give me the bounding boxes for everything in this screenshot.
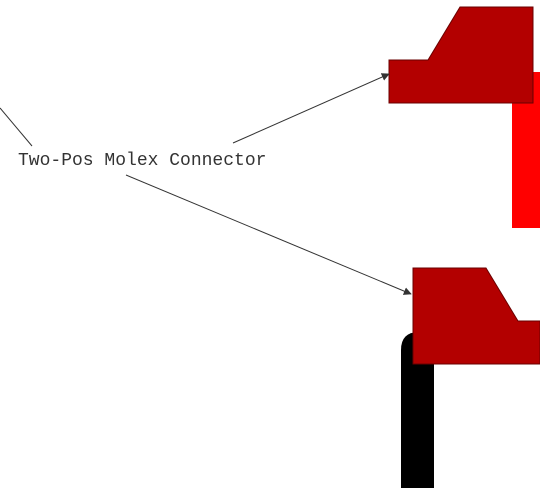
upper-connector — [388, 6, 540, 228]
leader-lines — [0, 73, 412, 295]
arrow-to-lower-connector — [125, 174, 412, 295]
lower-connector-housing — [412, 267, 540, 365]
leader-line-left — [0, 107, 33, 147]
upper-connector-housing — [388, 6, 534, 104]
lower-connector — [401, 267, 540, 488]
connector-label: Two-Pos Molex Connector — [18, 151, 266, 171]
arrow-to-upper-connector — [232, 73, 390, 144]
black-wire — [401, 332, 434, 488]
red-wire — [512, 72, 540, 228]
